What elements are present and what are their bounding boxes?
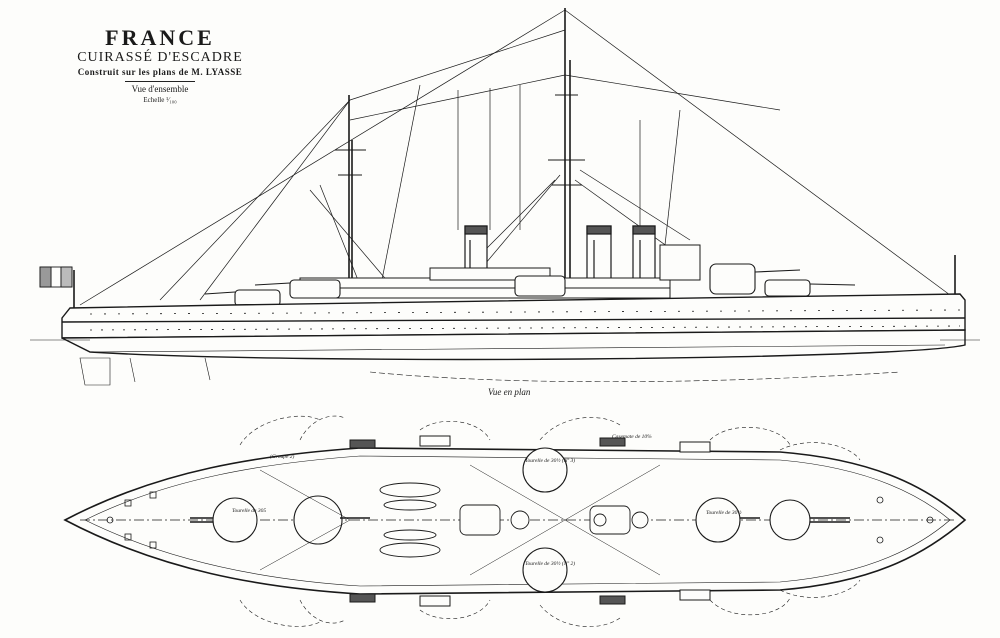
side-elevation (30, 8, 980, 386)
rigging (79, 9, 951, 306)
deck-boats (379, 482, 649, 558)
casemate-sponsons (349, 435, 711, 607)
label-turret-port: Tourelle de 30½ (Nº 3) (525, 457, 575, 464)
mast-yards (335, 94, 585, 186)
portholes (89, 309, 961, 331)
scale-label: Echelle ¹⁄₁₀₀ (143, 96, 177, 104)
label-turret-stbd: Tourelle de 30½ (Nº 2) (525, 560, 575, 567)
plan-view: Tourelle de 305 Tourelle de 30½ (Nº 3) T… (63, 415, 967, 627)
title-block: FRANCE CUIRASSÉ D'ESCADRE Construit sur … (60, 26, 260, 105)
hull (30, 293, 980, 361)
plan-view-label: Vue en plan (488, 387, 531, 397)
ship-type: CUIRASSÉ D'ESCADRE (77, 50, 243, 65)
ensign-flag (39, 266, 73, 288)
construction-note: Construit sur les plans de M. LYASSE (77, 67, 243, 77)
title-rule (125, 81, 195, 82)
ship-name: FRANCE (105, 25, 215, 50)
plan-gun-barrels (190, 517, 850, 523)
label-turret-fwd: Tourelle de 305 (232, 508, 266, 514)
plan-turrets (212, 447, 811, 593)
label-casemate: Casemate de 10% (612, 434, 652, 440)
label-turret-aft: Tourelle de 30½ (706, 509, 742, 516)
bow-fittings (106, 491, 934, 549)
underwater-hull (79, 357, 901, 386)
funnels (464, 225, 656, 285)
view-label: Vue d'ensemble (131, 84, 189, 94)
masts (73, 8, 956, 310)
firing-arcs (239, 415, 861, 627)
deck-radial-lines (259, 464, 661, 576)
plan-annotations: Tourelle de 305 Tourelle de 30½ (Nº 3) T… (232, 434, 742, 567)
superstructure (299, 244, 701, 299)
label-group: (Groupe 2) (270, 453, 295, 460)
